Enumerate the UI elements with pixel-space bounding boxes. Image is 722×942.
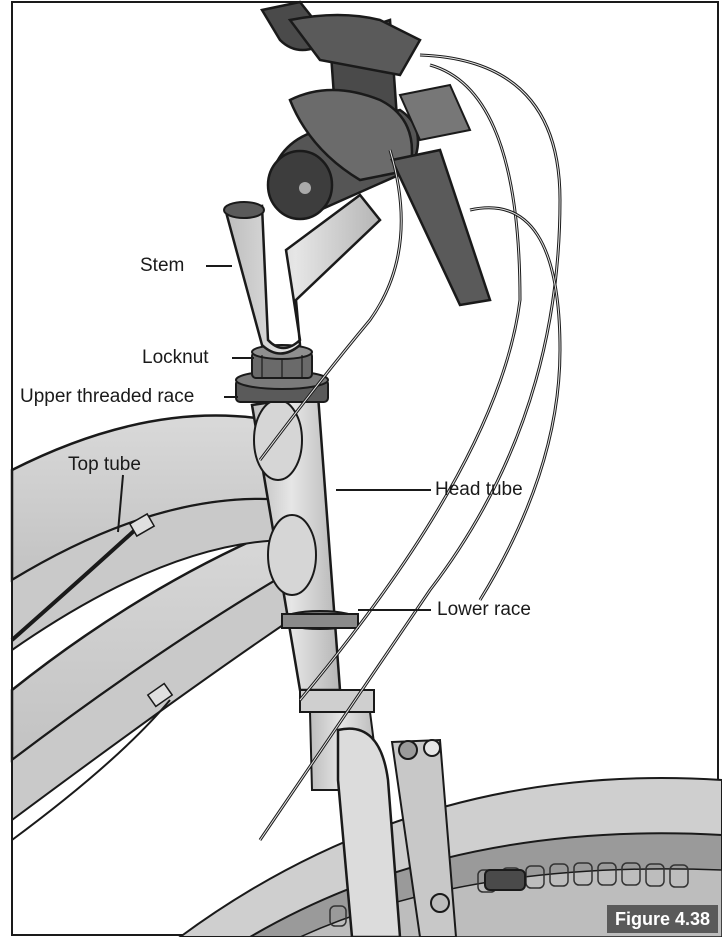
top-tube-label: Top tube xyxy=(68,454,141,476)
upper-threaded-race-label: Upper threaded race xyxy=(20,386,194,408)
lower-race-label: Lower race xyxy=(437,599,531,621)
locknut-label: Locknut xyxy=(142,347,209,369)
head-tube-label: Head tube xyxy=(435,479,523,501)
figure-number-badge: Figure 4.38 xyxy=(607,905,718,933)
lower-race-part xyxy=(282,611,358,629)
stem-label: Stem xyxy=(140,255,184,277)
